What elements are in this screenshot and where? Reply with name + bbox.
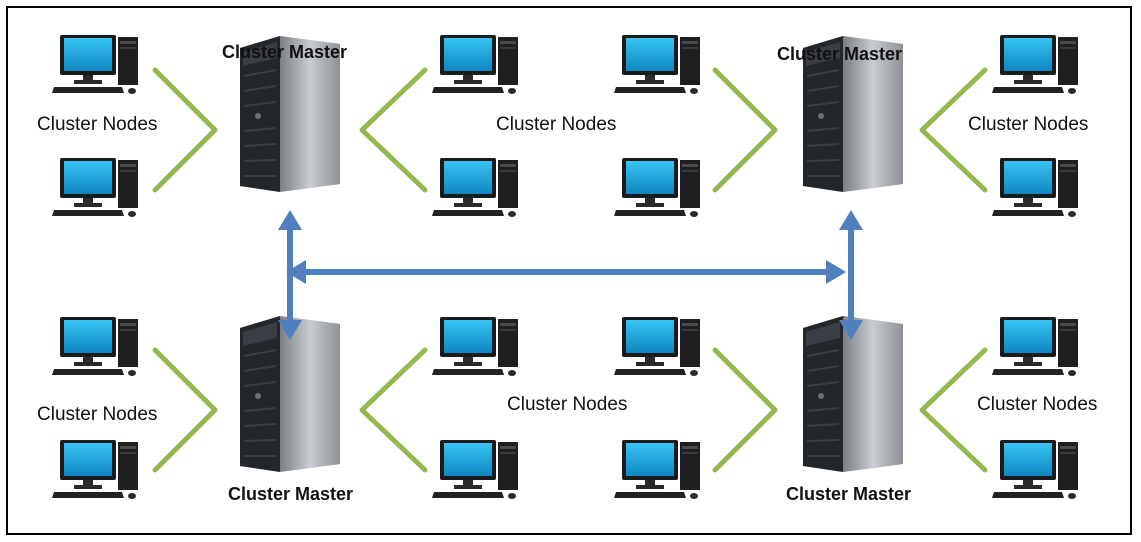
cluster-nodes-label: Cluster Nodes [977,394,1098,415]
desktop-computer-icon [52,317,138,376]
connector-lines [152,67,988,473]
cluster-nodes-label: Cluster Nodes [968,114,1089,135]
desktop-computer-icon [614,440,700,499]
desktop-computer-icon [52,158,138,217]
cluster-master-label: Cluster Master [786,484,912,504]
connector-bottom-right-a [712,347,778,473]
connector-bottom-right-b [919,347,988,473]
desktop-computer-icon [992,317,1078,376]
desktop-computer-icon [432,35,518,94]
desktop-computer-icon [614,158,700,217]
tower-server-icon [802,315,904,473]
master-links [278,210,863,340]
connector-top-left-a [152,67,218,193]
desktop-computer-icon [614,317,700,376]
cluster-nodes-label: Cluster Nodes [37,404,158,425]
connector-top-right-a [712,67,778,193]
desktop-computer-icon [52,440,138,499]
connector-top-right-b [919,67,988,193]
connector-bottom-left-b [359,347,428,473]
desktop-computer-icon [52,35,138,94]
desktop-computer-icon [992,440,1078,499]
desktop-computer-icon [992,158,1078,217]
cluster-master-label: Cluster Master [777,44,903,64]
desktop-computer-icon [432,440,518,499]
desktop-computer-icon [614,35,700,94]
desktop-computer-icon [992,35,1078,94]
cluster-nodes-label: Cluster Nodes [507,394,628,415]
cluster-nodes-label: Cluster Nodes [37,114,158,135]
cluster-master-label: Cluster Master [222,42,348,62]
connector-top-left-b [359,67,428,193]
cluster-nodes-label: Cluster Nodes [496,114,617,135]
desktop-computer-icon [432,317,518,376]
connector-bottom-left-a [152,347,218,473]
desktop-computer-icon [432,158,518,217]
cluster-master-label: Cluster Master [228,484,354,504]
